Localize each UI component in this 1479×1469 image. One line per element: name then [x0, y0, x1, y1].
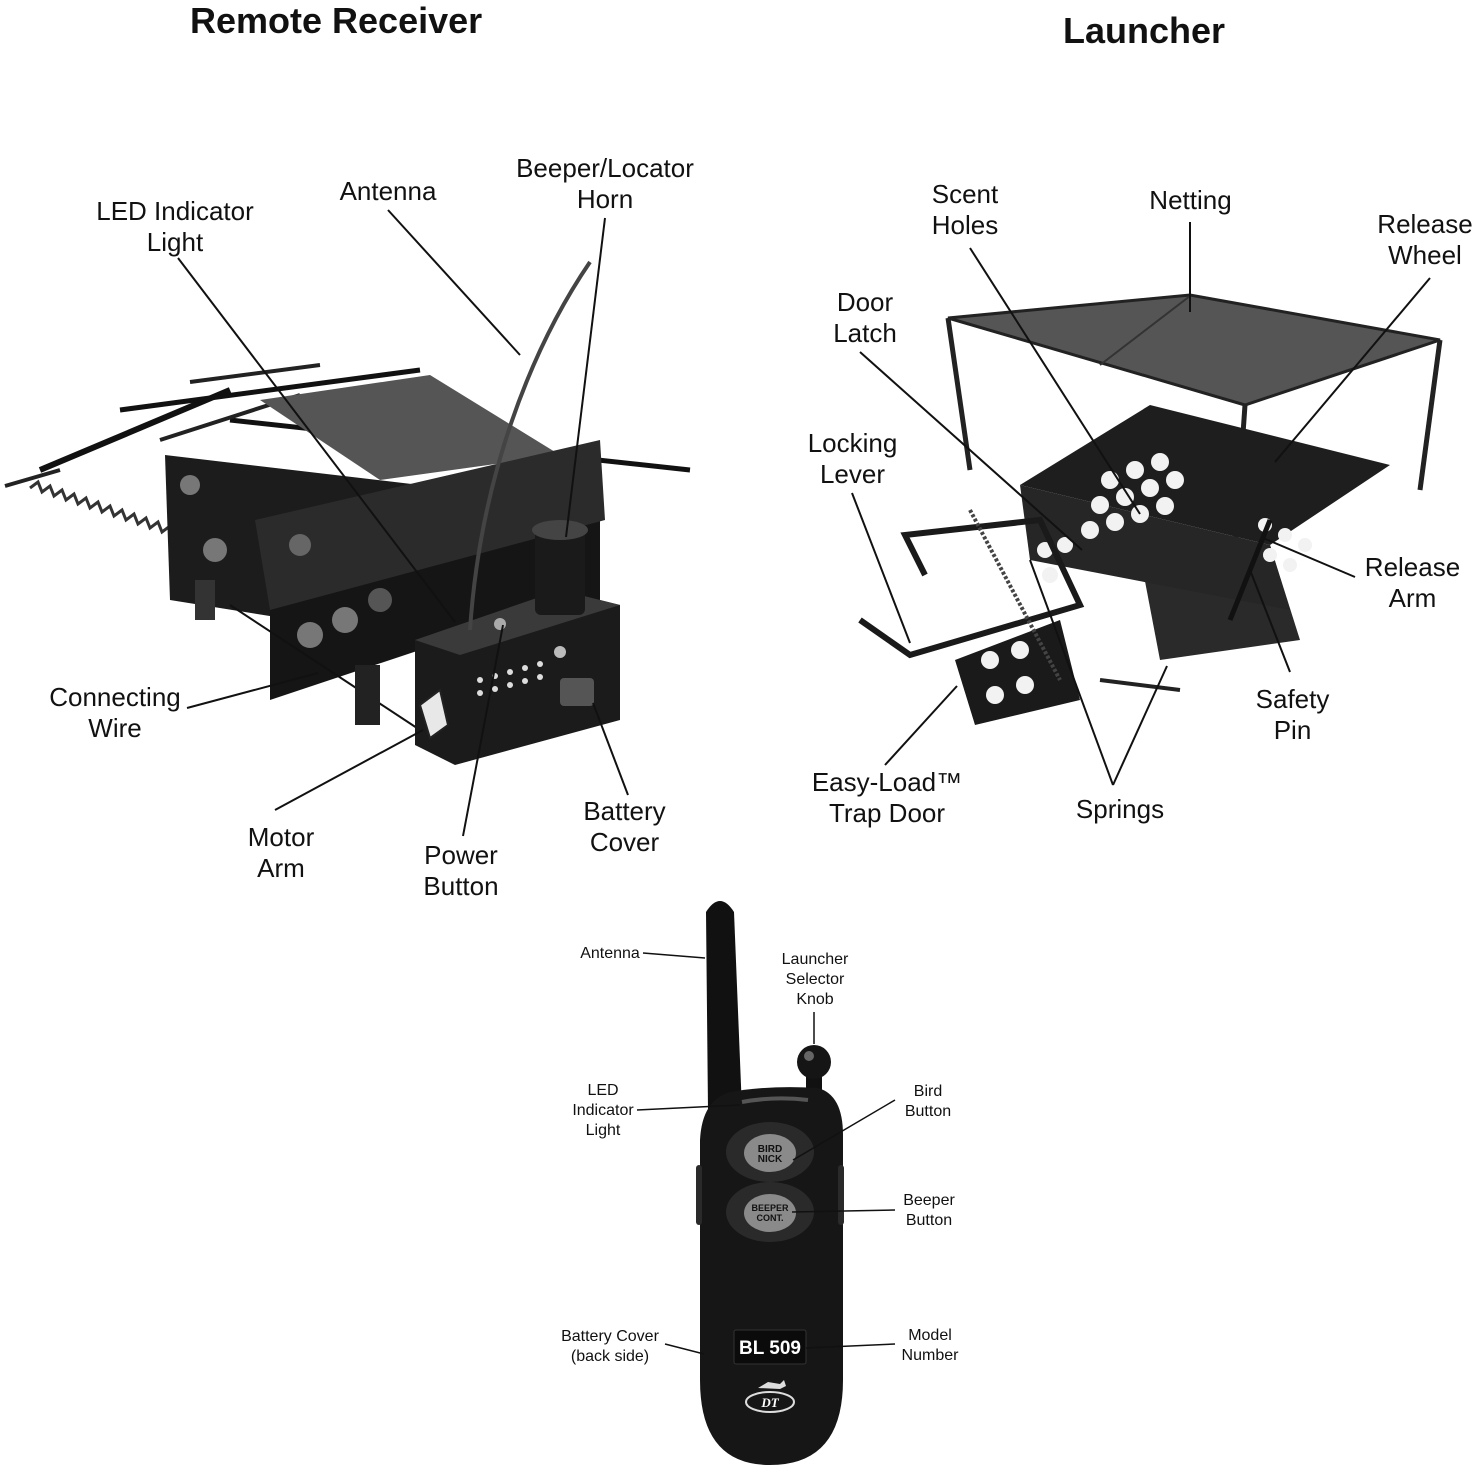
- receiver-netting: [260, 375, 560, 480]
- remote-receiver-drawing: [4, 209, 691, 837]
- transmitter-model-plate: [733, 1329, 807, 1365]
- label-launcher-locking-lever: Locking Lever: [807, 428, 898, 489]
- transmitter-logo-badge: [745, 1391, 795, 1413]
- bird-button-text: BIRD: [758, 1144, 782, 1155]
- transmitter-antenna: [706, 901, 742, 1110]
- cont-button-text: CONT.: [757, 1213, 784, 1223]
- logo-text: DT: [760, 1395, 779, 1410]
- label-transmitter-model-number: Model Number: [901, 1327, 959, 1364]
- nick-button-text: NICK: [758, 1154, 783, 1165]
- label-receiver-power-button: Power Button: [423, 840, 499, 901]
- receiver-horn: [535, 525, 585, 615]
- receiver-antenna: [468, 260, 592, 631]
- receiver-title: Remote Receiver: [190, 0, 483, 41]
- label-transmitter-beeper-button: Beeper Button: [903, 1192, 955, 1229]
- launcher-trap-door: [955, 620, 1080, 725]
- transmitter-drawing: [636, 901, 896, 1465]
- launcher-cage-back: [1020, 405, 1390, 545]
- label-receiver-battery-cover: Battery Cover: [583, 796, 666, 857]
- label-launcher-door-latch: Door Latch: [833, 287, 897, 348]
- launcher-locking-lever: [858, 516, 1085, 659]
- receiver-motor-arm: [418, 688, 450, 740]
- label-receiver-led: LED Indicator Light: [96, 196, 254, 257]
- label-launcher-scent-holes: Scent Holes: [931, 179, 999, 240]
- transmitter-beeper-button: [744, 1194, 796, 1232]
- launcher-title: Launcher: [1063, 10, 1226, 51]
- receiver-battery-cover: [560, 678, 594, 706]
- transmitter-selector-knob: [797, 1045, 831, 1079]
- label-launcher-safety-pin: Safety Pin: [1255, 684, 1330, 745]
- label-transmitter-antenna: Antenna: [580, 945, 640, 962]
- label-transmitter-selector: Launcher Selector Knob: [781, 951, 849, 1008]
- label-receiver-antenna: Antenna: [339, 176, 437, 206]
- launcher-netting: [947, 293, 1441, 407]
- label-transmitter-battery-cover: Battery Cover (back side): [561, 1328, 659, 1365]
- launcher-drawing: [851, 222, 1443, 786]
- label-launcher-springs: Springs: [1075, 794, 1165, 824]
- label-launcher-release-wheel: Release Wheel: [1377, 209, 1473, 270]
- label-transmitter-led: LED Indicator Light: [572, 1082, 634, 1139]
- model-number-text: BL 509: [739, 1338, 801, 1359]
- transmitter-bird-button: [744, 1134, 796, 1172]
- receiver-box-front: [270, 515, 600, 700]
- receiver-spring: [29, 479, 188, 541]
- label-receiver-connecting-wire: Connecting Wire: [49, 682, 181, 743]
- label-receiver-beeper: Beeper/Locator Horn: [516, 153, 694, 214]
- label-launcher-release-arm: Release Arm: [1364, 552, 1461, 613]
- label-transmitter-bird-button: Bird Button: [904, 1083, 952, 1120]
- label-launcher-netting: Netting: [1149, 185, 1232, 215]
- label-launcher-trap-door: Easy-Load™ Trap Door: [811, 767, 963, 828]
- beeper-button-text: BEEPER: [751, 1203, 789, 1213]
- transmitter-body: [700, 1087, 843, 1465]
- label-receiver-motor-arm: Motor Arm: [247, 822, 315, 883]
